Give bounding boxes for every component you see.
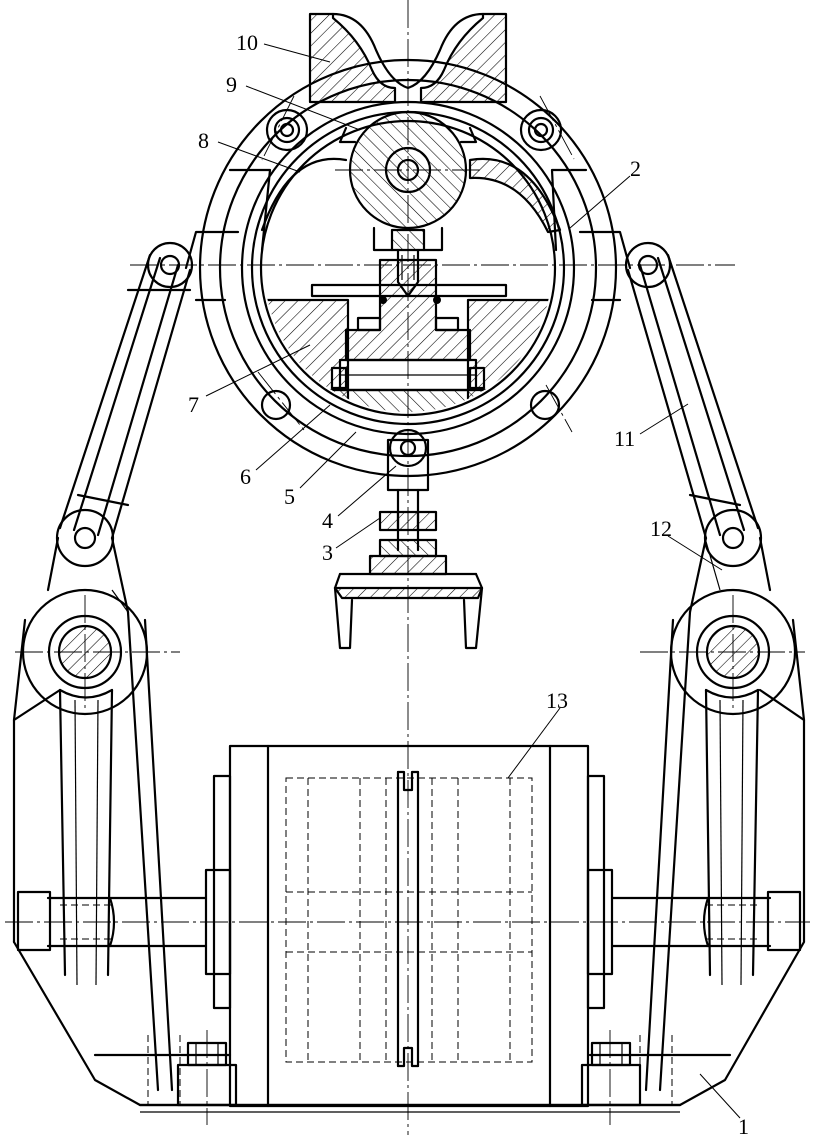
ring-rollers (260, 108, 563, 421)
inner-core-outline (310, 226, 508, 392)
right-post (644, 610, 806, 1092)
left-lower-pivot (21, 588, 149, 716)
shaft (16, 890, 802, 952)
leader-lines (205, 43, 741, 1119)
right-lower-pivot (669, 588, 797, 716)
drum-motor (204, 744, 614, 1108)
label-10: 10 (236, 30, 258, 55)
callout-labels: 10 9 8 2 7 6 5 4 3 11 12 13 1 (188, 30, 749, 1138)
cam-roller (260, 110, 562, 234)
label-2: 2 (630, 156, 641, 181)
label-4: 4 (322, 508, 333, 533)
label-6: 6 (240, 464, 251, 489)
nut-and-shoe (333, 510, 484, 650)
label-9: 9 (226, 72, 237, 97)
left-link (46, 241, 194, 614)
label-7: 7 (188, 392, 199, 417)
label-11: 11 (614, 426, 635, 451)
base-frame (12, 688, 806, 1125)
label-1: 1 (738, 1114, 749, 1138)
label-13: 13 (546, 688, 568, 713)
top-clamp (308, 12, 508, 104)
label-12: 12 (650, 516, 672, 541)
label-8: 8 (198, 128, 209, 153)
right-link (624, 241, 772, 614)
label-3: 3 (322, 540, 333, 565)
label-5: 5 (284, 484, 295, 509)
